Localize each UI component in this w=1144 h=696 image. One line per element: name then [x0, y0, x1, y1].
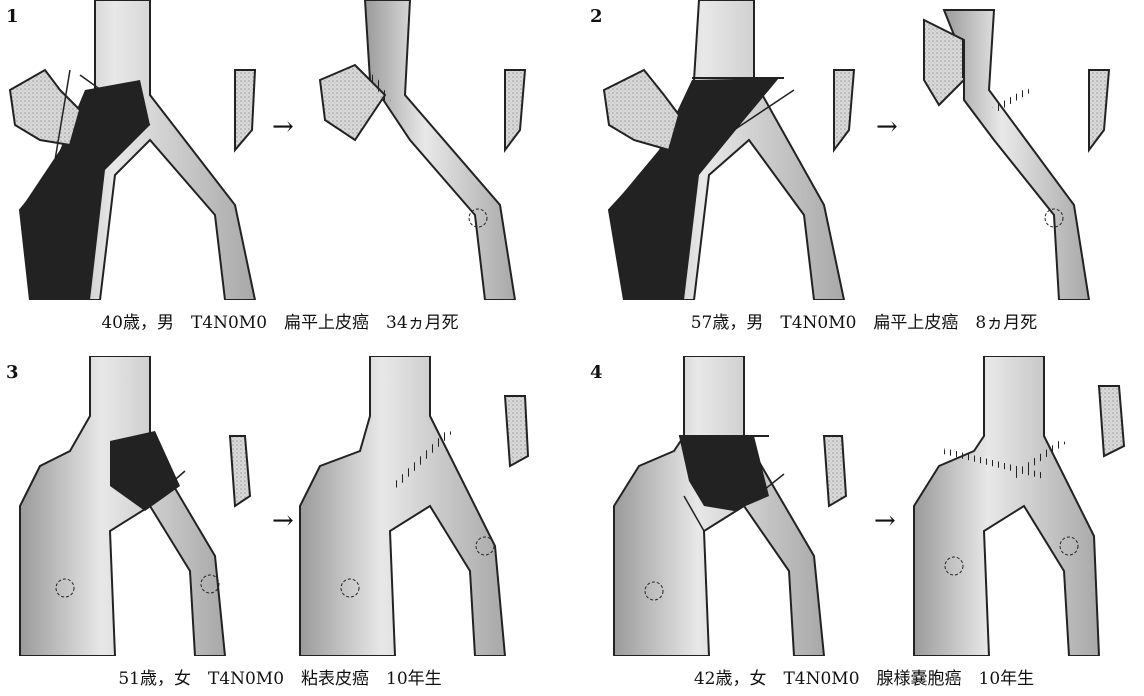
- panel-caption: 42歳，女 T4N0M0 腺様嚢胞癌 10年生: [584, 664, 1144, 689]
- panel-2: 2 → 57歳，男 T4N0M0 扁平上皮癌 8ヵ月死: [584, 0, 1144, 340]
- panel-caption: 51歳，女 T4N0M0 粘表皮癌 10年生: [0, 664, 560, 689]
- panel-caption: 57歳，男 T4N0M0 扁平上皮癌 8ヵ月死: [584, 308, 1144, 333]
- panel-4: 4 → 42歳，女 T4N0M0 腺様嚢胞癌 10年生: [584, 356, 1144, 696]
- panel-3: 3 → 51歳，女 T4N0M0 粘表皮癌 10年生: [0, 356, 560, 696]
- panel-caption: 40歳，男 T4N0M0 扁平上皮癌 34ヵ月死: [0, 308, 560, 333]
- bronchial-diagram-after: [0, 356, 560, 656]
- bronchial-diagram-after: [0, 0, 560, 300]
- bronchial-diagram-after: [584, 0, 1144, 300]
- panel-1: 1 → 40歳，男 T4N0M0 扁平上皮癌 34ヵ月死: [0, 0, 560, 340]
- bronchial-diagram-after: [584, 356, 1144, 656]
